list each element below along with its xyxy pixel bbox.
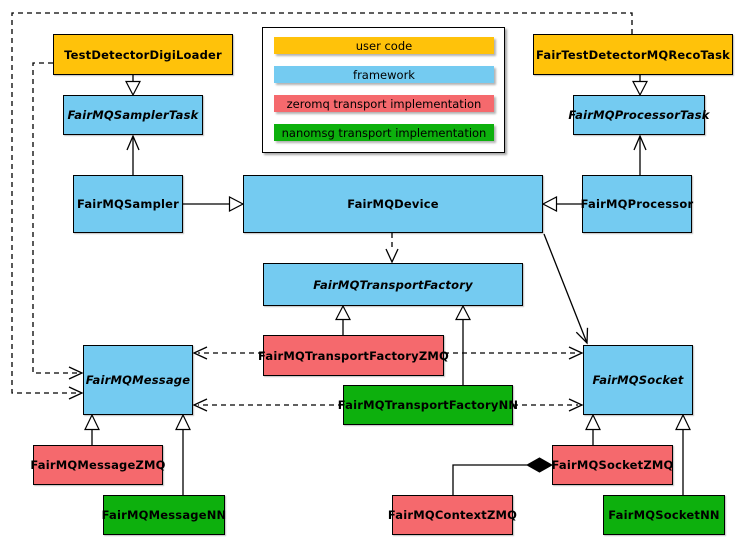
edge-inheritance-socketnn-socket <box>675 413 691 495</box>
edge-inheritance-socketzmq-socket <box>585 413 601 445</box>
node-fairmqsocket: FairMQSocket <box>583 345 693 415</box>
edge-dependency-factorynn-socket <box>513 398 584 412</box>
node-fairmqsamplertask: FairMQSamplerTask <box>63 95 203 135</box>
node-fairmqdevice: FairMQDevice <box>243 175 543 233</box>
edge-inheritance-digiloader-samplertask <box>125 75 141 97</box>
node-fairmqcontextzmq: FairMQContextZMQ <box>388 495 517 535</box>
node-fairmqtransportfactorynn: FairMQTransportFactoryNN <box>338 385 518 425</box>
edge-inheritance-messagezmq-message <box>84 413 100 445</box>
edge-association-processor-processortask <box>633 134 647 175</box>
node-fairmqsampler: FairMQSampler <box>73 175 183 233</box>
node-testdetectordigiloader: TestDetectorDigiLoader <box>53 34 233 75</box>
edge-inheritance-processor-device <box>541 196 582 212</box>
node-fairmqmessagezmq: FairMQMessageZMQ <box>30 445 165 485</box>
legend-item-user-code: user code <box>274 37 494 54</box>
edge-dependency-device-factory <box>385 233 399 264</box>
node-fairmqmessage: FairMQMessage <box>83 345 193 415</box>
node-fairmqmessagenn: FairMQMessageNN <box>102 495 226 535</box>
edge-dependency-factorynn-message <box>192 398 343 412</box>
node-fairmqprocessor: FairMQProcessor <box>581 175 693 233</box>
legend-item-nanomsg: nanomsg transport implementation <box>274 124 494 141</box>
node-fairmqsocketnn: FairMQSocketNN <box>603 495 725 535</box>
edge-inheritance-factorynn-factory <box>455 304 471 385</box>
edge-inheritance-sampler-device <box>183 196 245 212</box>
edge-dependency-factoryzmq-socket <box>444 346 584 360</box>
edge-inheritance-messagenn-message <box>175 413 191 495</box>
legend-item-zeromq: zeromq transport implementation <box>274 95 494 112</box>
edge-association-device-socket <box>543 233 589 345</box>
edge-association-sampler-samplertask <box>126 134 140 175</box>
node-fairmqtransportfactoryzmq: FairMQTransportFactoryZMQ <box>258 335 449 376</box>
node-fairmqprocessortask: FairMQProcessorTask <box>568 95 709 135</box>
edge-inheritance-factoryzmq-factory <box>335 304 351 335</box>
node-fairmqtransportfactory: FairMQTransportFactory <box>263 263 523 306</box>
edge-inheritance-recotask-processortask <box>632 75 648 97</box>
legend-item-framework: framework <box>274 66 494 83</box>
edge-dependency-factoryzmq-message <box>192 346 263 360</box>
node-fairtestdetectormqrecotask: FairTestDetectorMQRecoTask <box>533 34 733 75</box>
legend: user code framework zeromq transport imp… <box>262 27 505 153</box>
node-fairmqsocketzmq: FairMQSocketZMQ <box>552 445 673 485</box>
edge-composition-contextzmq-socketzmq <box>452 457 554 495</box>
